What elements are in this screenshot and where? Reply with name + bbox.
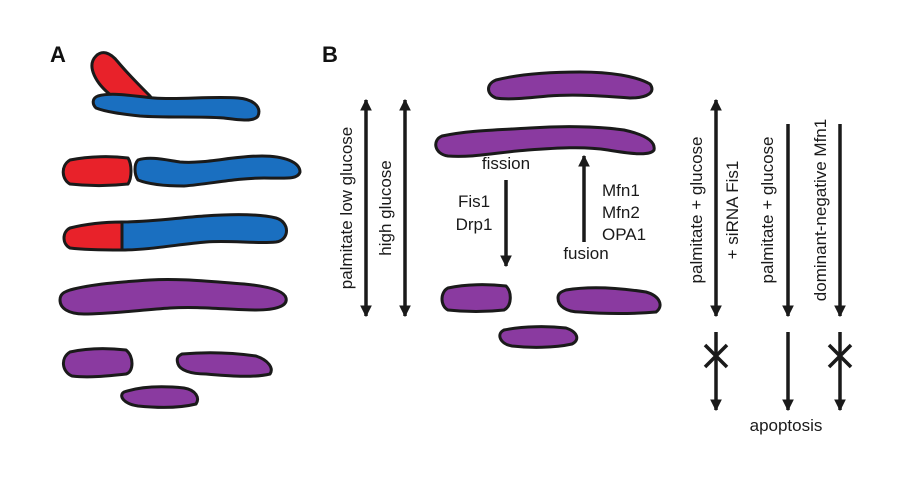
mitochondrion-fused: [58, 277, 288, 316]
label-palmitate-glucose: palmitate + glucose: [758, 137, 777, 284]
mitochondrion-fragment: [440, 283, 512, 313]
panel-a-label: A: [50, 42, 66, 67]
label-palmitate-low-glucose: palmitate low glucose: [337, 127, 356, 290]
block-cross-icon: [827, 343, 853, 369]
mitochondrion-fused: [434, 125, 656, 158]
fission-factor-fis1: Fis1: [458, 192, 490, 211]
block-cross-icon: [703, 343, 729, 369]
mitochondrion-fragment: [175, 351, 273, 378]
mitochondrion-red: [61, 155, 133, 187]
fusion-factor-mfn1: Mfn1: [602, 181, 640, 200]
label-high-glucose: high glucose: [376, 160, 395, 255]
fusion-factor-opa1: OPA1: [602, 225, 646, 244]
mitochondrion-blue: [120, 213, 288, 252]
mitochondrion-fragment: [556, 286, 662, 315]
label-palmitate-glucose-sirna: palmitate + glucose: [687, 137, 706, 284]
fusion-factor-mfn2: Mfn2: [602, 203, 640, 222]
apoptosis-label: apoptosis: [750, 416, 823, 435]
mitochondrion-blue: [133, 154, 302, 188]
mitochondrion-fragment: [120, 385, 199, 409]
fission-title: fission: [482, 154, 530, 173]
mitochondrion-fragment: [62, 347, 134, 379]
mitochondrion-blue: [91, 92, 261, 122]
label-sirna-fis1: + siRNA Fis1: [723, 161, 742, 260]
panel-b-label: B: [322, 42, 338, 67]
fusion-title: fusion: [563, 244, 608, 263]
mitochondrion-fused: [487, 70, 654, 101]
label-dominant-negative-mfn1: dominant-negative Mfn1: [811, 119, 830, 301]
mitochondrion-fragment: [498, 325, 579, 349]
fission-factor-drp1: Drp1: [456, 215, 493, 234]
mitochondrion-red: [62, 220, 124, 252]
